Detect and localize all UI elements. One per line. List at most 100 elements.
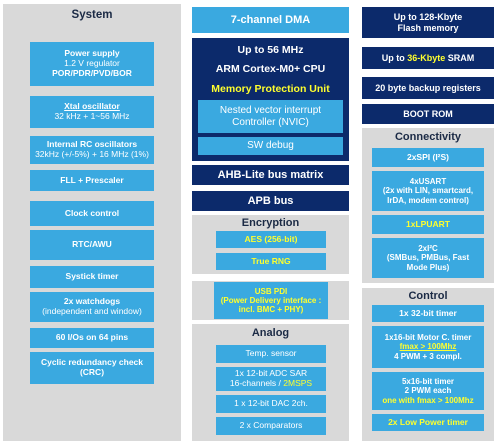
i2c-block: 2xI²C (SMBus, PMBus, Fast Mode Plus): [372, 238, 484, 278]
analog-title: Analog: [251, 327, 290, 339]
ios-block: 60 I/Os on 64 pins: [30, 328, 154, 348]
lp-timer-block: 2x Low Power timer: [372, 414, 484, 431]
systick-timer-block: Systick timer: [30, 266, 154, 288]
flash-block: Up to 128-Kbyte Flash memory: [362, 7, 494, 38]
lpuart-label: 1xLPUART: [406, 218, 450, 229]
sram-label: Up to 36-Kbyte SRAM: [382, 53, 475, 63]
system-title: System: [71, 9, 113, 21]
encryption-title: Encryption: [241, 217, 300, 229]
encryption-panel: Encryption AES (256-bit) True RNG: [192, 215, 349, 274]
xtal-oscillator-freq: 32 kHz + 1~56 MHz: [54, 111, 130, 121]
flash-size: Up to 128-Kbyte: [393, 12, 463, 23]
connectivity-title: Connectivity: [394, 131, 461, 143]
aes-block: AES (256-bit): [216, 231, 326, 248]
lpuart-block: 1xLPUART: [372, 215, 484, 234]
adc-title: 1x 12-bit ADC SAR: [234, 368, 308, 379]
power-supply-title: Power supply: [64, 48, 120, 59]
ahb-bus-block: AHB-Lite bus matrix: [192, 165, 349, 185]
i2c-title: 2xI²C: [418, 244, 438, 254]
power-supply-block: Power supply 1.2 V regulator POR/PDR/PVD…: [30, 42, 154, 86]
sram-prefix: Up to: [381, 52, 408, 63]
watchdogs-title: 2x watchdogs: [63, 296, 121, 307]
usart-title: 4xUSART: [409, 177, 447, 187]
timer-16bit-block: 5x16-bit timer 2 PWM each one with fmax …: [372, 372, 484, 410]
adc-speed: 2MSPS: [283, 378, 313, 388]
usb-pdi-block: USB PDI (Power Delivery interface : incl…: [214, 282, 328, 319]
ahb-bus-label: AHB-Lite bus matrix: [217, 168, 324, 181]
cpu-block: Up to 56 MHz ARM Cortex-M0+ CPU Memory P…: [192, 38, 349, 161]
fll-prescaler-block: FLL + Prescaler: [30, 170, 154, 191]
sram-block: Up to 36-Kbyte SRAM: [362, 47, 494, 69]
timer-16bit-fmax: one with fmax > 100Mhz: [382, 395, 474, 405]
motor-timer-title: 1x16-bit Motor C. timer: [384, 333, 472, 343]
backup-registers-block: 20 byte backup registers: [362, 77, 494, 99]
rc-oscillators-freq: 32kHz (+/-5%) + 16 MHz (1%): [35, 149, 149, 159]
timer-16bit-pwm: 2 PWM each: [404, 386, 452, 396]
rng-block: True RNG: [216, 253, 326, 270]
timer-32bit-block: 1x 32-bit timer: [372, 305, 484, 322]
comparators-label: 2 x Comparators: [239, 420, 303, 431]
usb-panel: USB PDI (Power Delivery interface : incl…: [192, 281, 349, 320]
sram-size: 36-Kbyte: [407, 52, 446, 63]
motor-timer-fmax: fmax > 100Mhz: [399, 342, 457, 352]
control-title: Control: [408, 290, 448, 302]
rc-oscillators-title: Internal RC oscillators: [46, 139, 138, 150]
timer-16bit-title: 5x16-bit timer: [401, 377, 455, 387]
adc-detail: 16-channels / 2MSPS: [229, 378, 313, 389]
rng-label: True RNG: [251, 255, 291, 266]
timer-32bit-label: 1x 32-bit timer: [399, 307, 457, 318]
spi-label: 2xSPI (I²S): [406, 151, 450, 162]
ios-label: 60 I/Os on 64 pins: [55, 332, 129, 343]
xtal-oscillator-title: Xtal oscillator: [64, 101, 120, 112]
systick-timer-label: Systick timer: [65, 271, 119, 282]
dac-label: 1 x 12-bit DAC 2ch.: [234, 398, 308, 409]
clock-control-label: Clock control: [64, 207, 120, 218]
boot-rom-label: BOOT ROM: [403, 108, 453, 119]
motor-timer-pwm: 4 PWM + 3 compl.: [394, 351, 462, 361]
nvic-line2: Controller (NVIC): [232, 116, 309, 128]
comparators-block: 2 x Comparators: [216, 417, 326, 435]
cpu-freq: Up to 56 MHz: [237, 44, 304, 56]
adc-channels: 16-channels /: [229, 378, 284, 388]
power-supply-resets: POR/PDR/PVD/BOR: [52, 67, 132, 78]
backup-registers-label: 20 byte backup registers: [375, 82, 481, 93]
sw-debug-label: SW debug: [247, 140, 294, 152]
crc-abbrev: (CRC): [79, 367, 105, 377]
i2c-detail-1: (SMBus, PMBus, Fast: [386, 253, 470, 263]
dma-label: 7-channel DMA: [230, 13, 311, 26]
motor-timer-block: 1x16-bit Motor C. timer fmax > 100Mhz 4 …: [372, 326, 484, 368]
watchdogs-detail: (independent and window): [42, 306, 142, 316]
sw-debug-block: SW debug: [198, 137, 343, 155]
apb-bus-label: APB bus: [247, 194, 294, 207]
spi-block: 2xSPI (I²S): [372, 148, 484, 167]
usart-detail-1: (2x with LIN, smartcard,: [382, 186, 474, 196]
i2c-detail-2: Mode Plus): [406, 262, 450, 272]
usb-pdi-desc: (Power Delivery interface :: [220, 295, 322, 305]
adc-block: 1x 12-bit ADC SAR 16-channels / 2MSPS: [216, 367, 326, 391]
rc-oscillators-block: Internal RC oscillators 32kHz (+/-5%) + …: [30, 136, 154, 164]
dma-block: 7-channel DMA: [192, 7, 349, 33]
clock-control-block: Clock control: [30, 201, 154, 226]
nvic-line1: Nested vector interrupt: [219, 105, 322, 116]
flash-label: Flash memory: [397, 22, 459, 33]
usb-pdi-title: USB PDI: [254, 286, 288, 296]
temp-sensor-label: Temp. sensor: [245, 348, 297, 359]
temp-sensor-block: Temp. sensor: [216, 345, 326, 363]
aes-label: AES (256-bit): [244, 233, 298, 244]
boot-rom-block: BOOT ROM: [362, 104, 494, 124]
crc-block: Cyclic redundancy check (CRC): [30, 352, 154, 384]
crc-title: Cyclic redundancy check: [40, 357, 144, 368]
usart-block: 4xUSART (2x with LIN, smartcard, IrDA, m…: [372, 171, 484, 211]
rtc-awu-label: RTC/AWU: [72, 239, 112, 250]
fll-prescaler-label: FLL + Prescaler: [60, 174, 124, 185]
apb-bus-block: APB bus: [192, 191, 349, 211]
sram-suffix: SRAM: [445, 52, 475, 63]
nvic-block: Nested vector interrupt Controller (NVIC…: [198, 100, 343, 133]
usart-detail-2: IrDA, modem control): [387, 195, 469, 205]
analog-panel: Analog Temp. sensor 1x 12-bit ADC SAR 16…: [192, 324, 349, 441]
lp-timer-label: 2x Low Power timer: [388, 416, 468, 427]
system-panel: System Power supply 1.2 V regulator POR/…: [3, 4, 181, 441]
connectivity-panel: Connectivity 2xSPI (I²S) 4xUSART (2x wit…: [362, 128, 494, 283]
usb-pdi-phy: incl. BMC + PHY): [238, 305, 304, 315]
power-supply-regulator: 1.2 V regulator: [64, 58, 120, 69]
